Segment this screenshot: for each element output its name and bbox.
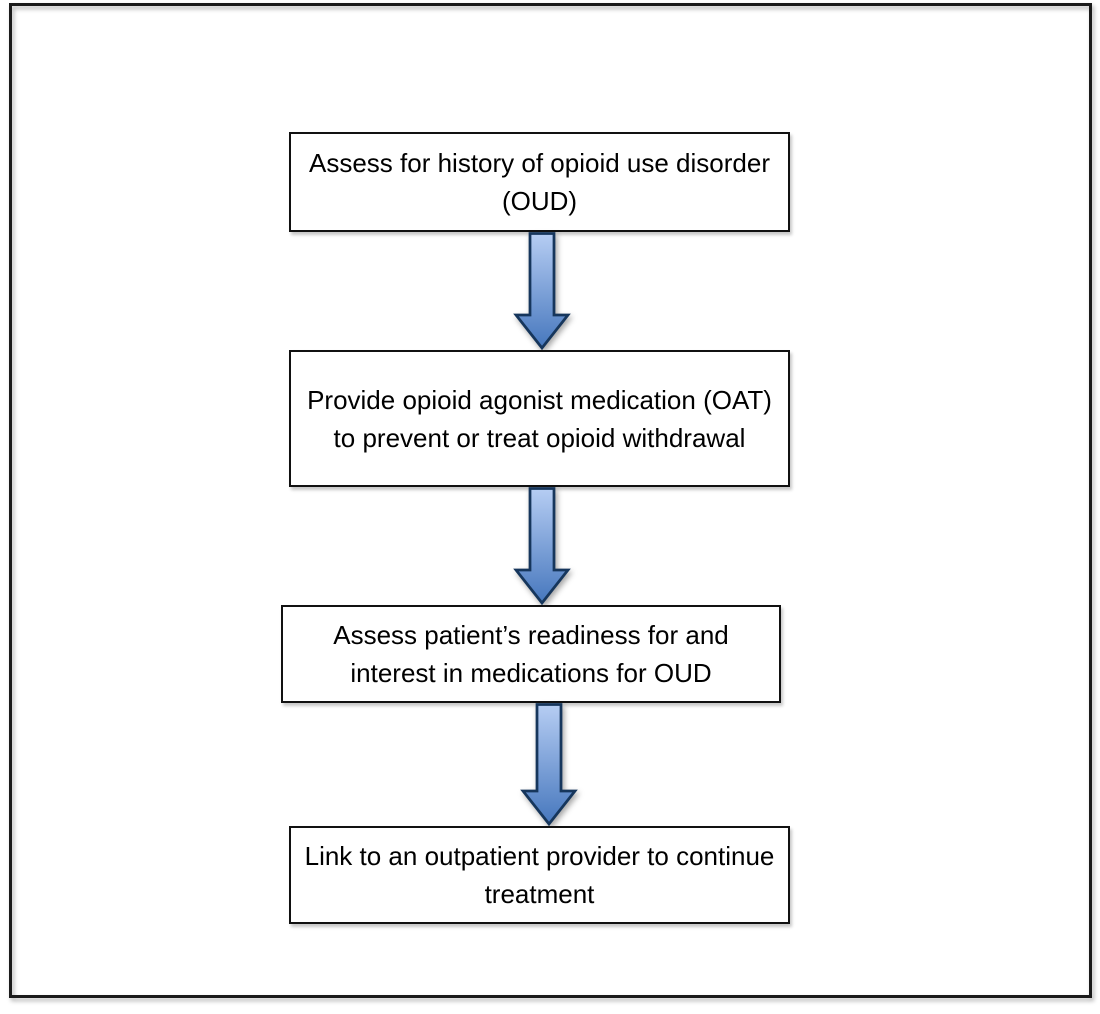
flow-step-3: Assess patient’s readiness for and inter… — [281, 605, 781, 703]
flow-step-2: Provide opioid agonist medication (OAT) … — [289, 350, 790, 487]
down-arrow-icon — [513, 232, 571, 350]
flow-step-4: Link to an outpatient provider to contin… — [289, 826, 790, 924]
flow-step-4-label: Link to an outpatient provider to contin… — [304, 841, 775, 909]
down-arrow-icon — [520, 703, 578, 826]
flow-step-1-label: Assess for history of opioid use disorde… — [309, 148, 770, 216]
flow-step-1: Assess for history of opioid use disorde… — [289, 132, 790, 232]
flow-step-3-label: Assess patient’s readiness for and inter… — [333, 620, 729, 688]
flow-step-2-label: Provide opioid agonist medication (OAT) … — [307, 384, 772, 453]
down-arrow-icon — [513, 487, 571, 605]
figure-border — [9, 3, 1092, 998]
